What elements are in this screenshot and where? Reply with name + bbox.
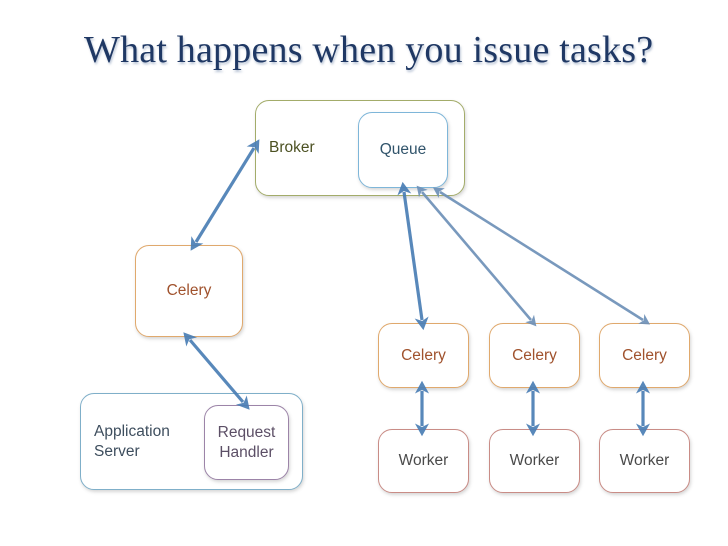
- node-celery-1-label: Celery: [401, 346, 446, 364]
- node-worker-1[interactable]: Worker: [378, 429, 469, 493]
- node-worker-3-label: Worker: [619, 452, 670, 470]
- node-worker-2-label: Worker: [509, 452, 560, 470]
- connector-queue-to-celery-3: [432, 187, 651, 325]
- connector-queue-to-celery-2: [416, 185, 537, 327]
- node-worker-3[interactable]: Worker: [599, 429, 690, 493]
- node-celery-1[interactable]: Celery: [378, 323, 469, 388]
- node-worker-2[interactable]: Worker: [489, 429, 580, 493]
- node-queue-label: Queue: [379, 141, 427, 159]
- node-broker-label: Broker: [269, 139, 315, 157]
- page-title: What happens when you issue tasks?: [84, 29, 654, 71]
- connector-queue-to-celery-1: [397, 181, 429, 331]
- node-worker-1-label: Worker: [398, 452, 449, 470]
- node-queue[interactable]: Queue: [358, 112, 448, 188]
- node-application-server-label: Application Server: [94, 423, 170, 460]
- node-request-handler[interactable]: Request Handler: [204, 405, 289, 480]
- node-celery-3-label: Celery: [622, 346, 667, 364]
- connector-celery-left-to-broker: [190, 139, 260, 251]
- node-celery-left[interactable]: Celery: [135, 245, 243, 337]
- node-celery-left-label: Celery: [166, 282, 212, 300]
- node-celery-2[interactable]: Celery: [489, 323, 580, 388]
- node-celery-3[interactable]: Celery: [599, 323, 690, 388]
- node-celery-2-label: Celery: [512, 346, 557, 364]
- node-request-handler-label: Request Handler: [217, 424, 276, 461]
